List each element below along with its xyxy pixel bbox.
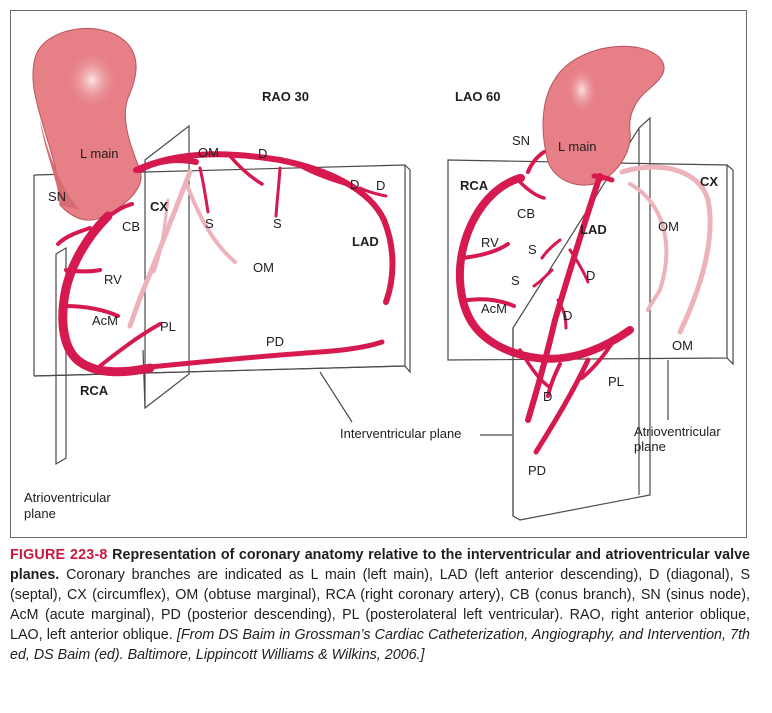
lao-view: LAO 60 SN L main RCA CX CB LAD RV S OM S…: [447, 45, 734, 521]
av-plane-left-line1: Atrioventricular: [24, 490, 111, 505]
lao-d1-label: D: [586, 268, 595, 283]
rao-rv-label: RV: [104, 272, 122, 287]
rao-d1-label: D: [258, 146, 267, 161]
rao-acm-label: AcM: [92, 313, 118, 328]
rao-sn-label: SN: [48, 189, 66, 204]
plane-labels: Interventricular plane Atrioventricular …: [24, 424, 721, 521]
lao-om1-label: OM: [658, 219, 679, 234]
rao-arteries: [56, 151, 396, 377]
rao-d3-label: D: [376, 178, 385, 193]
lao-lad-label: LAD: [580, 222, 607, 237]
lao-labels: LAO 60 SN L main RCA CX CB LAD RV S OM S…: [455, 89, 718, 478]
rao-l-main-label: L main: [80, 146, 119, 161]
lao-s2-label: S: [511, 273, 520, 288]
rao-s2-label: S: [273, 216, 282, 231]
figure-label: FIGURE 223-8: [10, 547, 108, 563]
rao-rca-label: RCA: [80, 383, 109, 398]
av-plane-right-line2: plane: [634, 439, 666, 454]
rao-pd-label: PD: [266, 334, 284, 349]
lao-arteries: [455, 150, 634, 455]
caption-heading: Representation of coronary anatomy relat…: [10, 547, 750, 583]
lao-rv-label: RV: [481, 235, 499, 250]
rao-title: RAO 30: [262, 89, 309, 104]
lao-cx-label: CX: [700, 174, 718, 189]
rao-om-top-label: OM: [198, 145, 219, 160]
rao-lad-label: LAD: [352, 234, 379, 249]
lao-l-main-label: L main: [558, 139, 597, 154]
rao-om-mid-label: OM: [253, 260, 274, 275]
lao-om2-label: OM: [672, 338, 693, 353]
caption-body: Coronary branches are indicated as L mai…: [10, 567, 750, 643]
rao-s1-label: S: [205, 216, 214, 231]
lao-d3-label: D: [543, 389, 552, 404]
av-plane-right-line1: Atrioventricular: [634, 424, 721, 439]
lao-sn-label: SN: [512, 133, 530, 148]
interventricular-plane-label: Interventricular plane: [340, 426, 461, 441]
lao-rca-label: RCA: [460, 178, 489, 193]
lao-d2-label: D: [563, 308, 572, 323]
lao-faint-vessels: [619, 164, 713, 335]
lao-s1-label: S: [528, 242, 537, 257]
rao-interventricular-plane: [33, 164, 411, 423]
caption-source: [From DS Baim in Grossman’s Cardiac Cath…: [10, 627, 751, 663]
lao-cb-label: CB: [517, 206, 535, 221]
lao-acm-label: AcM: [481, 301, 507, 316]
rao-heart-l-main: [32, 27, 142, 221]
lao-title: LAO 60: [455, 89, 501, 104]
rao-pl-label: PL: [160, 319, 176, 334]
rao-labels: RAO 30 L main SN CB CX OM D D D S S LAD …: [48, 89, 385, 398]
figure-caption: FIGURE 223-8 Representation of coronary …: [10, 545, 750, 665]
rao-d2-label: D: [350, 177, 359, 192]
rao-view: RAO 30 L main SN CB CX OM D D D S S LAD …: [32, 27, 411, 466]
rao-cb-label: CB: [122, 219, 140, 234]
lao-pd-label: PD: [528, 463, 546, 478]
rao-cx-label: CX: [150, 199, 168, 214]
lao-pl-label: PL: [608, 374, 624, 389]
rao-faint-vessels: [127, 169, 237, 329]
av-plane-left-line2: plane: [24, 506, 56, 521]
